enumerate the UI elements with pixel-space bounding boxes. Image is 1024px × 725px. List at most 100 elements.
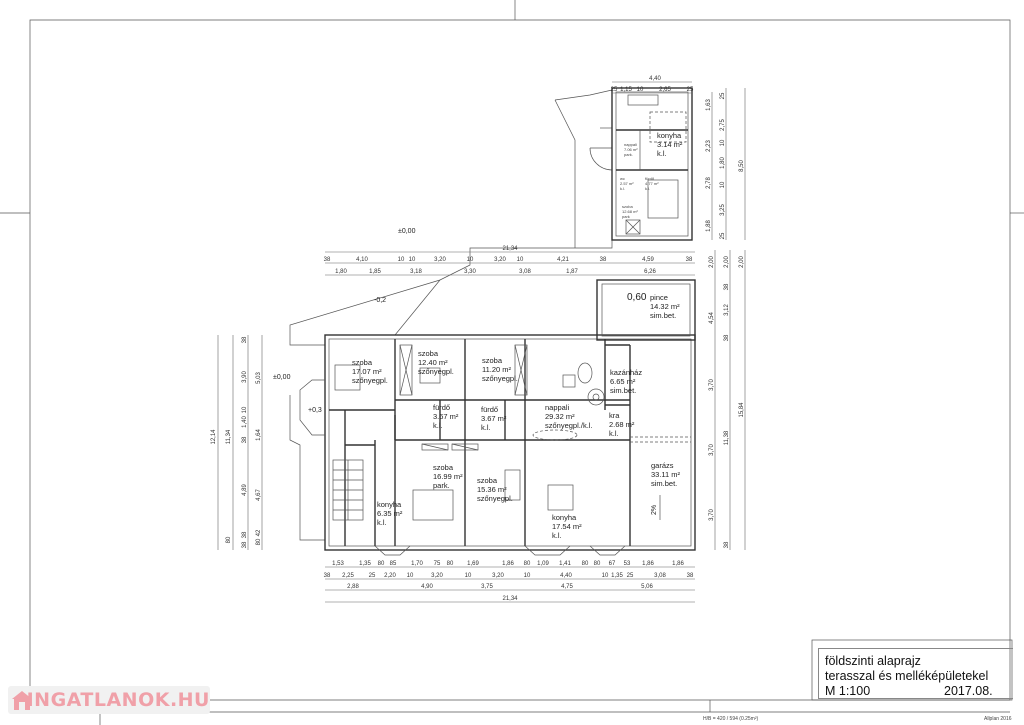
room-area: 17.07 m² bbox=[352, 367, 382, 376]
dimension-label: 10 bbox=[720, 181, 726, 188]
dimension-label: 1,80 bbox=[335, 269, 347, 275]
dimension-label: 38 bbox=[724, 541, 730, 548]
dimension-label: 38 bbox=[686, 257, 693, 263]
dimension-label: 2,88 bbox=[347, 584, 359, 590]
room-area: 14.32 m² bbox=[650, 302, 680, 311]
dimension-label: 38 bbox=[242, 541, 248, 548]
level-marker: ±0,00 bbox=[273, 374, 291, 381]
room-name: fürdő bbox=[481, 405, 498, 414]
room-area: 2.68 m² bbox=[609, 420, 635, 429]
room-name: szoba bbox=[352, 358, 373, 367]
dimension-label: 38 bbox=[242, 436, 248, 443]
room-name: szoba bbox=[418, 349, 439, 358]
dimension-label: 38 bbox=[600, 257, 607, 263]
drawing-date: 2017.08. bbox=[944, 684, 993, 698]
room-floor: szőnyegpl./k.l. bbox=[545, 421, 593, 430]
room-floor: szőnyegpl. bbox=[477, 494, 513, 503]
dimension-label: 3,70 bbox=[709, 444, 715, 456]
dimension-label: 25 bbox=[687, 87, 694, 93]
dimension-label: 1,41 bbox=[559, 561, 571, 567]
dimension-label: 80 bbox=[524, 561, 531, 567]
room-name: fürdő bbox=[433, 403, 450, 412]
dimension-label: 6,26 bbox=[644, 269, 656, 275]
room-name: konyha bbox=[657, 131, 682, 140]
room-area: 6.65 m² bbox=[610, 377, 636, 386]
dimension-label: 1,63 bbox=[706, 99, 712, 111]
room-name: szoba bbox=[433, 463, 454, 472]
dimension-label: 38 bbox=[324, 257, 331, 263]
room-floor: k.l. bbox=[645, 186, 650, 191]
dimension-label: 67 bbox=[609, 561, 616, 567]
dimension-label: 38 bbox=[724, 334, 730, 341]
room-name: nappali bbox=[624, 142, 637, 147]
dimension-label: 3,70 bbox=[709, 379, 715, 391]
dimension-label: 4,10 bbox=[356, 257, 368, 263]
dimension-label: 2,65 bbox=[659, 87, 671, 93]
dimension-label: 1,86 bbox=[502, 561, 514, 567]
staircase bbox=[332, 459, 364, 521]
room-floor: sim.bet. bbox=[651, 479, 677, 488]
dimension-label: 25 bbox=[369, 573, 376, 579]
room-name: kazánház bbox=[610, 368, 642, 377]
dimension-label: 3,90 bbox=[242, 371, 248, 383]
dimension-label: 3,20 bbox=[494, 257, 506, 263]
dimension-label: 4,90 bbox=[421, 584, 433, 590]
room-name: pince bbox=[650, 293, 668, 302]
dimension-label: 38 bbox=[242, 531, 248, 538]
dimension-label: 10 bbox=[465, 573, 472, 579]
dimension-label: 3,20 bbox=[434, 257, 446, 263]
room-name: garázs bbox=[651, 461, 674, 470]
drawing-subtitle: terasszal és melléképületekel bbox=[825, 669, 989, 683]
dimension-label: 10 bbox=[242, 406, 248, 413]
room-floor: k.l. bbox=[433, 421, 443, 430]
dimension-label: 2,75 bbox=[720, 119, 726, 131]
dimension-label: 75 bbox=[434, 561, 441, 567]
dimension-label: 3,70 bbox=[709, 509, 715, 521]
house-logo-icon bbox=[12, 690, 32, 710]
dimension-label: 4,75 bbox=[561, 584, 573, 590]
dimension-label: 5,06 bbox=[641, 584, 653, 590]
room-floor: k.l. bbox=[657, 149, 667, 158]
dimension-label: 4,21 bbox=[557, 257, 569, 263]
dimension-label: 11,38 bbox=[724, 430, 730, 445]
dimension-label: 2,78 bbox=[706, 177, 712, 189]
dimension-label: 3,20 bbox=[431, 573, 443, 579]
watermark: INGATLANOK.HU bbox=[8, 686, 210, 714]
dimension-label: 1,09 bbox=[537, 561, 549, 567]
dimension-label: 1,69 bbox=[467, 561, 479, 567]
room-floor: k.l. bbox=[552, 531, 562, 540]
room-area: 4.77 m² bbox=[645, 181, 659, 186]
room-area: 16.99 m² bbox=[433, 472, 463, 481]
room-area: 3.67 m² bbox=[433, 412, 459, 421]
software-note: Allplan 2016 bbox=[984, 716, 1012, 722]
room-area: 12.68 m² bbox=[622, 209, 638, 214]
dimension-label: 38 bbox=[242, 336, 248, 343]
dimension-label: 80 bbox=[256, 538, 262, 545]
room-area: 17.54 m² bbox=[552, 522, 582, 531]
room-area: 15.36 m² bbox=[477, 485, 507, 494]
room-name: szoba bbox=[477, 476, 498, 485]
level-marker: -0,2 bbox=[374, 297, 386, 304]
room-name: kra bbox=[609, 411, 620, 420]
dimension-label: 10 bbox=[398, 257, 405, 263]
room-floor: szőnyegpl. bbox=[352, 376, 388, 385]
room-floor: k.l. bbox=[609, 429, 619, 438]
room-floor: k.l. bbox=[481, 423, 491, 432]
room-floor: szőnyegpl. bbox=[482, 374, 518, 383]
dimension-label: 1,35 bbox=[359, 561, 371, 567]
dimension-label: 38 bbox=[724, 283, 730, 290]
room-area: 7.06 m² bbox=[624, 147, 638, 152]
dimension-label: 4,54 bbox=[709, 312, 715, 324]
dimension-label: 3,30 bbox=[464, 269, 476, 275]
level-markers: ±0,00 -0,2 0,60 ±0,00 +0,3 2% bbox=[273, 228, 658, 515]
room-floor: park. bbox=[624, 152, 633, 157]
dimension-label: 3,18 bbox=[410, 269, 422, 275]
dimension-label: 4,40 bbox=[560, 573, 572, 579]
dimension-label: 1,80 bbox=[720, 157, 726, 169]
room-floor: k.l. bbox=[620, 186, 625, 191]
dimension-total: 21,34 bbox=[502, 246, 518, 252]
dimension-label: 8,50 bbox=[739, 160, 745, 172]
dimension-label: 80 bbox=[447, 561, 454, 567]
